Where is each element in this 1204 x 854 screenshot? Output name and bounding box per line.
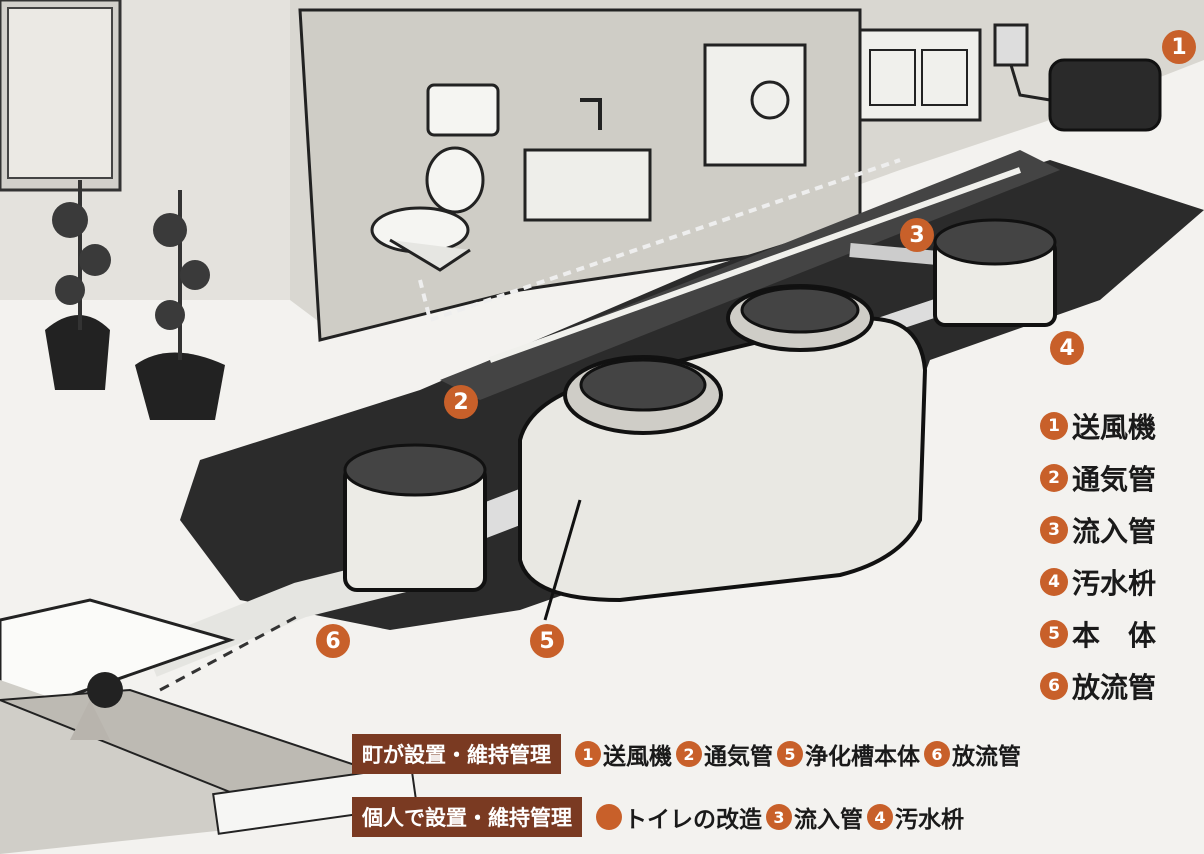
responsibility-item: トイレの改造 bbox=[596, 800, 762, 834]
item-number-badge: 4 bbox=[867, 804, 893, 830]
legend-number-badge: 2 bbox=[1040, 464, 1068, 492]
legend-number-badge: 4 bbox=[1040, 568, 1068, 596]
washing-machine-icon bbox=[703, 43, 807, 167]
marker-discharge-pipe: 6 bbox=[316, 624, 350, 658]
item-label: 浄化槽本体 bbox=[805, 744, 920, 770]
marker-vent-pipe: 2 bbox=[444, 385, 478, 419]
sewage-basin-left bbox=[343, 443, 487, 592]
marker-tank-body: 5 bbox=[530, 624, 564, 658]
toilet-icon bbox=[370, 83, 500, 272]
legend-label: 汚水枡 bbox=[1072, 567, 1157, 600]
blower-icon bbox=[993, 23, 1162, 132]
legend-number-badge: 6 bbox=[1040, 672, 1068, 700]
item-label: 通気管 bbox=[704, 744, 773, 770]
tank-leader-line bbox=[543, 499, 582, 621]
bullet-dot-icon bbox=[596, 804, 622, 830]
item-label: 放流管 bbox=[952, 744, 1021, 770]
legend-label: 流入管 bbox=[1072, 515, 1157, 548]
item-label: トイレの改造 bbox=[624, 807, 762, 833]
item-number-badge: 6 bbox=[924, 741, 950, 767]
marker-blower: 1 bbox=[1162, 30, 1196, 64]
legend-label: 送風機 bbox=[1072, 411, 1157, 444]
kitchen-icon bbox=[858, 28, 982, 122]
legend-number-badge: 5 bbox=[1040, 620, 1068, 648]
item-number-badge: 5 bbox=[777, 741, 803, 767]
legend-label: 放流管 bbox=[1072, 671, 1157, 704]
marker-sewage-basin: 4 bbox=[1050, 331, 1084, 365]
town-managed-label: 町が設置・維持管理 bbox=[352, 734, 561, 774]
item-label: 流入管 bbox=[794, 807, 863, 833]
legend-number-badge: 1 bbox=[1040, 412, 1068, 440]
item-label: 汚水枡 bbox=[895, 807, 964, 833]
item-number-badge: 1 bbox=[575, 741, 601, 767]
potted-plants bbox=[45, 180, 225, 420]
item-label: 送風機 bbox=[603, 744, 672, 770]
legend-number-badge: 3 bbox=[1040, 516, 1068, 544]
legend-label: 本 体 bbox=[1072, 619, 1157, 652]
individual-managed-label: 個人で設置・維持管理 bbox=[352, 797, 582, 837]
marker-inflow-pipe: 3 bbox=[900, 218, 934, 252]
drainage-channel bbox=[0, 598, 418, 854]
legend-label: 通気管 bbox=[1072, 463, 1157, 496]
item-number-badge: 2 bbox=[676, 741, 702, 767]
sink-icon bbox=[523, 98, 652, 222]
item-number-badge: 3 bbox=[766, 804, 792, 830]
septic-tank bbox=[518, 284, 928, 603]
sewage-basin-right bbox=[933, 218, 1057, 327]
